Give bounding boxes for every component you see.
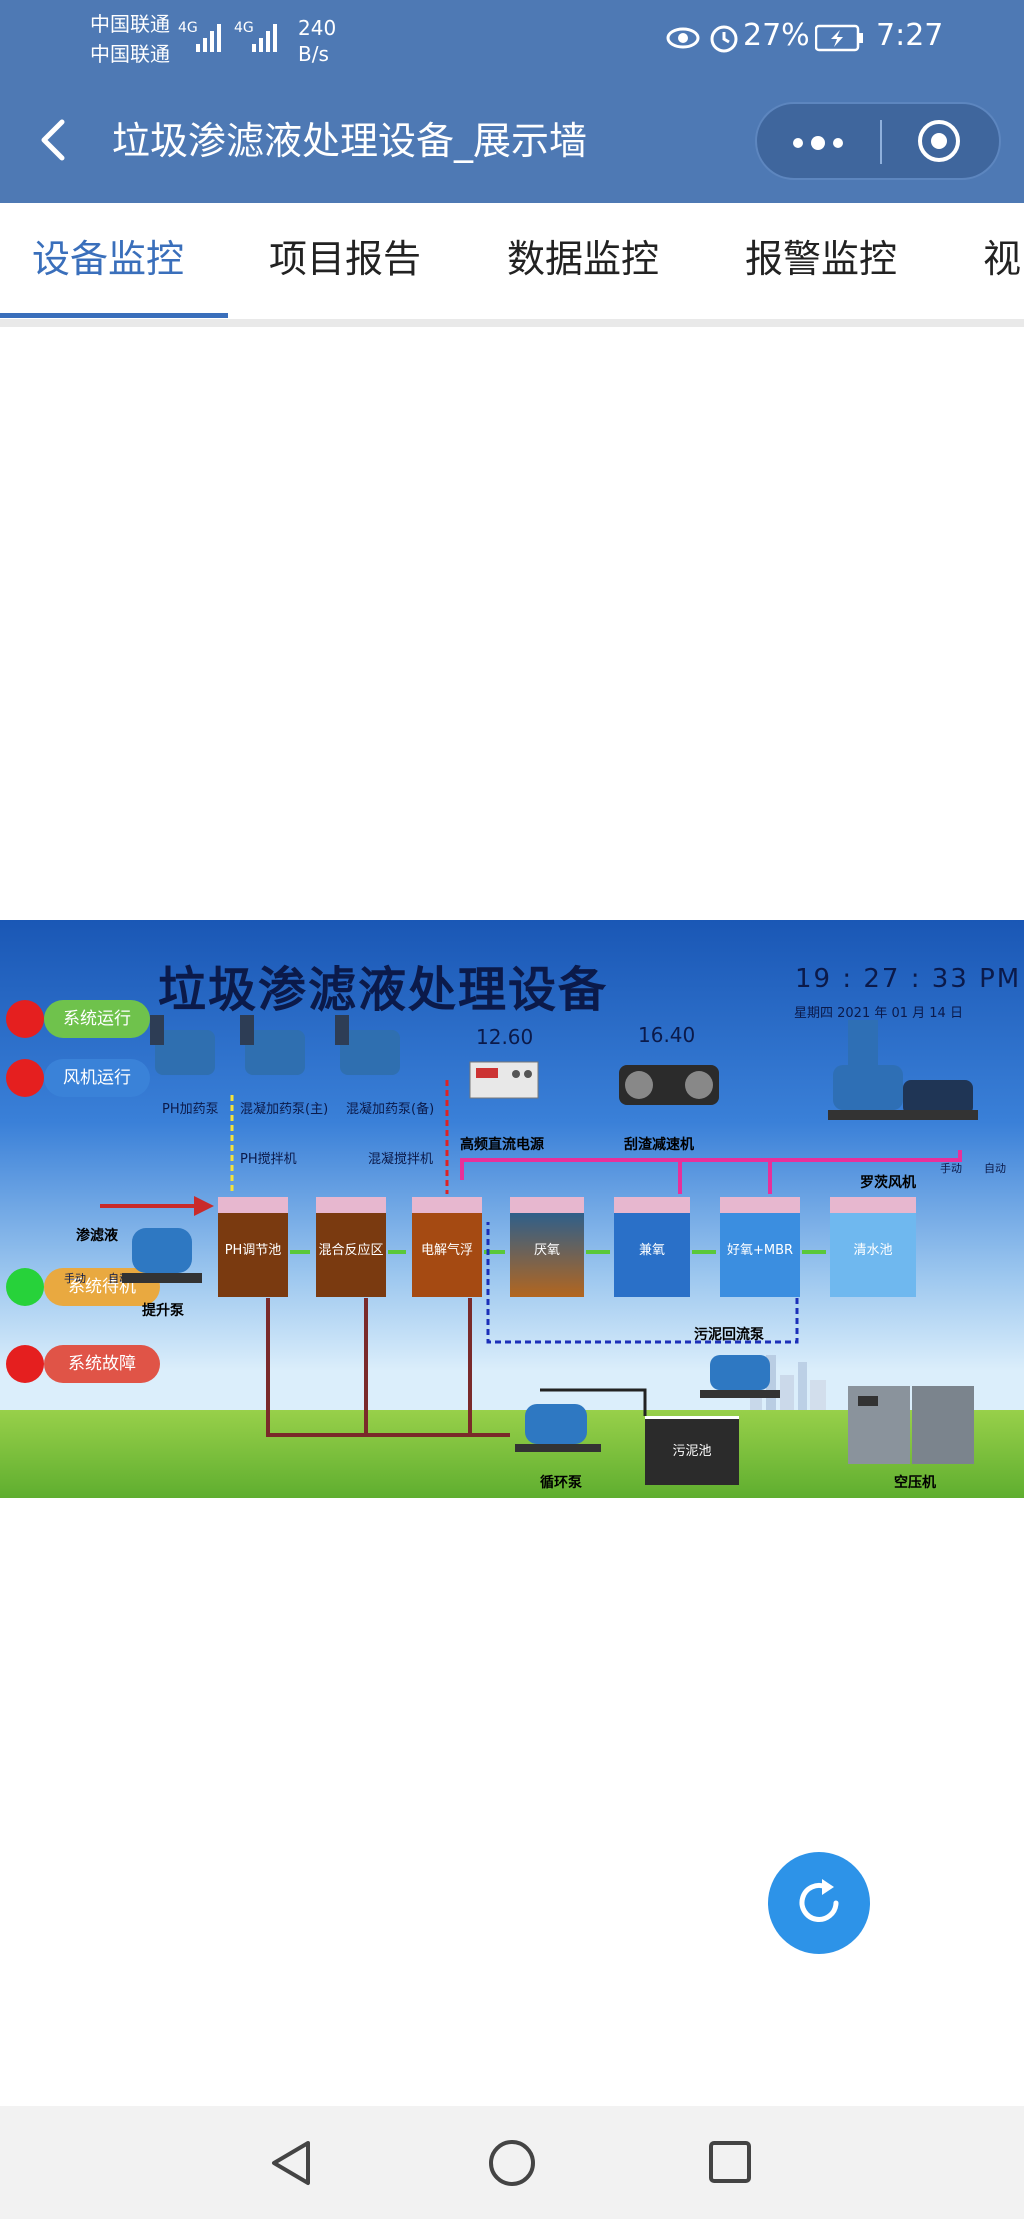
refresh-button[interactable] xyxy=(768,1852,870,1954)
battery-percent: 27% xyxy=(743,18,810,53)
status-pill-fan: 风机运行 xyxy=(44,1059,150,1097)
status-led-running xyxy=(6,1000,44,1038)
net-speed-value: 240 xyxy=(298,16,337,40)
lift-pump-graphic xyxy=(122,1228,202,1283)
tank-anoxic: 兼氧 xyxy=(614,1197,690,1297)
label-manual-left: 手动 xyxy=(64,1272,86,1285)
power-value: 12.60 xyxy=(476,1025,534,1049)
app-bar: 垃圾渗滤液处理设备_展示墙 xyxy=(0,80,1024,203)
circulation-pump-graphic xyxy=(515,1404,601,1452)
signal-icon-2 xyxy=(252,24,277,52)
label-sludge-return-pump: 污泥回流泵 xyxy=(694,1327,764,1343)
capsule-divider xyxy=(880,120,882,164)
more-dots-icon[interactable] xyxy=(789,130,847,156)
signal-icon xyxy=(196,24,221,52)
tab-data-monitor[interactable]: 数据监控 xyxy=(507,237,660,281)
label-coag-mixer: 混凝搅拌机 xyxy=(368,1152,434,1167)
label-hf-dc-power: 高频直流电源 xyxy=(460,1137,544,1153)
status-bar: 中国联通 中国联通 4G 4G 240 B/s 27% 7:27 xyxy=(0,0,1024,80)
label-roots-blower: 罗茨风机 xyxy=(860,1175,916,1191)
tank-aerobic-label: 好氧+MBR xyxy=(720,1213,800,1297)
label-manual-right: 手动 xyxy=(940,1162,962,1175)
label-ph-dosing-pump: PH加药泵 xyxy=(162,1102,219,1117)
operator-2: 中国联通 xyxy=(90,42,170,66)
refresh-icon xyxy=(799,1879,839,1922)
android-nav-bar xyxy=(0,2106,1024,2219)
air-compressor-graphic xyxy=(848,1386,974,1464)
alarm-icon xyxy=(710,25,738,53)
city-skyline xyxy=(750,1355,826,1410)
label-leachate: 渗滤液 xyxy=(76,1228,118,1244)
clock-time: 7:27 xyxy=(876,18,944,53)
active-tab-indicator xyxy=(0,313,228,318)
roots-blower-graphic xyxy=(828,1020,978,1120)
square-recents-icon[interactable] xyxy=(707,2139,753,2185)
tab-bar: 设备监控 项目报告 数据监控 报警监控 视 xyxy=(0,203,1024,327)
sludge-return-pump-graphic xyxy=(700,1355,780,1398)
tank-electro-label: 电解气浮 xyxy=(412,1213,482,1297)
status-led-standby xyxy=(6,1268,44,1306)
circle-home-icon[interactable] xyxy=(487,2138,537,2188)
network-1: 4G xyxy=(178,20,198,36)
flow-lines xyxy=(100,1080,962,1437)
scraper-reducer-graphic xyxy=(619,1065,719,1105)
label-lift-pump: 提升泵 xyxy=(142,1303,184,1319)
dc-power-unit xyxy=(469,1061,539,1099)
tank-clean-label: 清水池 xyxy=(830,1213,916,1297)
tab-project-report[interactable]: 项目报告 xyxy=(269,237,422,281)
network-2: 4G xyxy=(234,20,254,36)
target-circle-icon[interactable] xyxy=(916,118,962,164)
back-arrow-icon[interactable] xyxy=(34,110,74,170)
net-speed-unit: B/s xyxy=(298,42,329,66)
app-title: 垃圾渗滤液处理设备_展示墙 xyxy=(112,119,588,163)
tab-device-monitor[interactable]: 设备监控 xyxy=(32,237,185,281)
label-ph-mixer: PH搅拌机 xyxy=(240,1152,297,1167)
tank-clean: 清水池 xyxy=(830,1197,916,1297)
label-circulation-pump: 循环泵 xyxy=(540,1475,582,1491)
tab-alarm-monitor[interactable]: 报警监控 xyxy=(745,237,898,281)
tank-anaerobic: 厌氧 xyxy=(510,1197,584,1297)
status-led-fan xyxy=(6,1059,44,1097)
dashboard-date: 星期四 2021 年 01 月 14 日 xyxy=(794,1006,963,1021)
tank-ph: PH调节池 xyxy=(218,1197,288,1297)
tank-aerobic: 好氧+MBR xyxy=(720,1197,800,1297)
tank-anoxic-label: 兼氧 xyxy=(614,1213,690,1297)
dosing-pumps-graphic xyxy=(150,1015,400,1075)
tank-ph-label: PH调节池 xyxy=(218,1213,288,1297)
label-auto-right: 自动 xyxy=(984,1162,1006,1175)
mini-program-capsule xyxy=(755,102,1001,180)
tank-anaerobic-label: 厌氧 xyxy=(510,1213,584,1297)
battery-icon xyxy=(815,24,863,52)
label-coag-pump-backup: 混凝加药泵(备) xyxy=(346,1102,435,1117)
tank-mix-label: 混合反应区 xyxy=(316,1213,386,1297)
tab-video[interactable]: 视 xyxy=(983,237,1022,281)
sludge-tank: 污泥池 xyxy=(645,1416,739,1485)
top-bar: 中国联通 中国联通 4G 4G 240 B/s 27% 7:27 垃圾渗滤液处理… xyxy=(0,0,1024,203)
label-coag-pump-main: 混凝加药泵(主) xyxy=(240,1102,329,1117)
triangle-back-icon[interactable] xyxy=(268,2138,316,2188)
tank-electro: 电解气浮 xyxy=(412,1197,482,1297)
reducer-value: 16.40 xyxy=(638,1023,696,1047)
status-led-fault xyxy=(6,1345,44,1383)
tank-mix: 混合反应区 xyxy=(316,1197,386,1297)
dashboard-title: 垃圾渗滤液处理设备 xyxy=(158,962,609,1018)
label-air-compressor: 空压机 xyxy=(894,1475,936,1491)
eye-icon xyxy=(666,27,700,49)
dashboard-clock: 19 : 27 : 33 PM xyxy=(795,964,1022,994)
status-pill-fault: 系统故障 xyxy=(44,1345,160,1383)
status-pill-running: 系统运行 xyxy=(44,1000,150,1038)
label-scraper-reducer: 刮渣减速机 xyxy=(624,1137,694,1153)
scada-dashboard: 垃圾渗滤液处理设备 19 : 27 : 33 PM 星期四 2021 年 01 … xyxy=(0,920,1024,1498)
operator-1: 中国联通 xyxy=(90,12,170,36)
